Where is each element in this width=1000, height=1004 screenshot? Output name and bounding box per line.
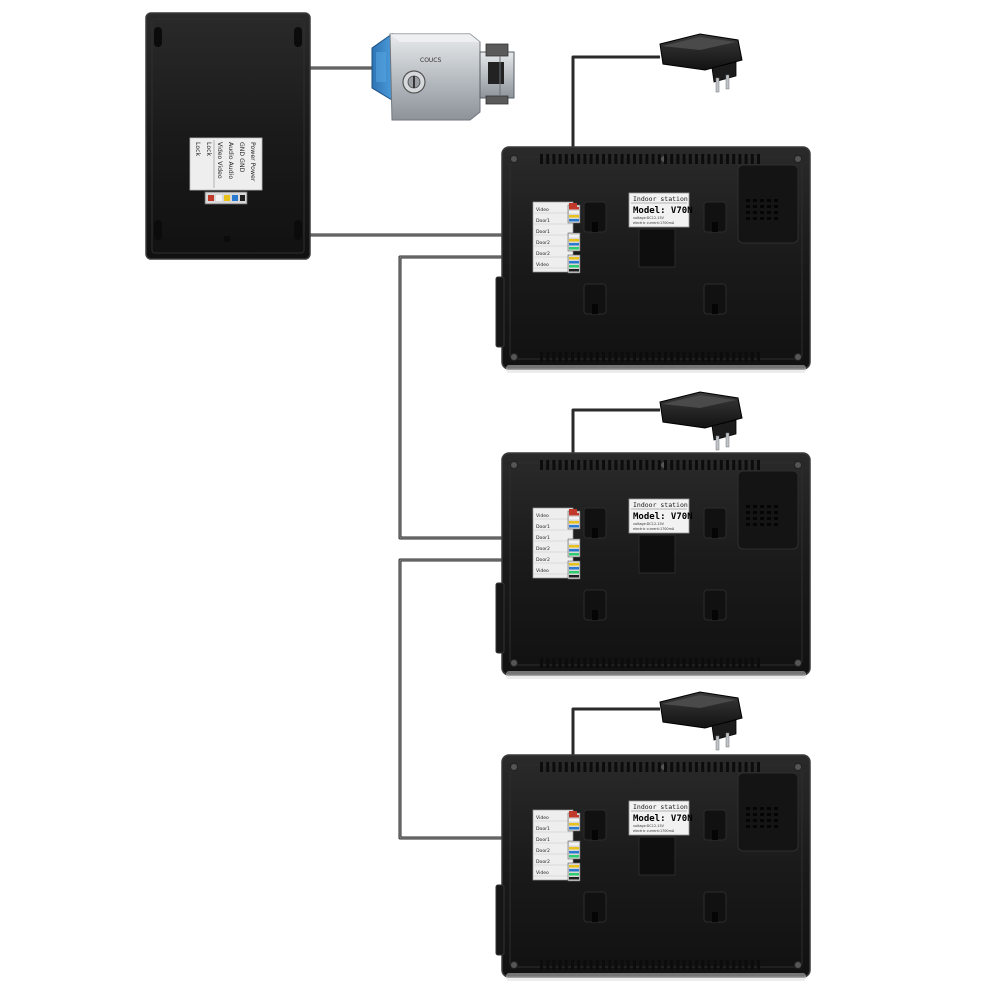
label-model: Model: V70N (633, 206, 693, 216)
port-label-text: Video (536, 815, 549, 821)
port-label-text: Door1 (536, 524, 550, 530)
mounting-slot (294, 220, 302, 240)
screw-icon (510, 763, 518, 771)
label-model: Model: V70N (633, 814, 693, 824)
terminal-label-text: Video Video (216, 142, 223, 179)
port-connectors (567, 811, 581, 882)
label-title: Indoor station (633, 803, 688, 811)
port-label-text: Door2 (536, 546, 550, 552)
power-adapter-icon (659, 33, 743, 93)
port-label-text: Door1 (536, 826, 550, 832)
electric-lock: COUCS (371, 33, 515, 121)
label-model: Model: V70N (633, 512, 693, 522)
port-label-text: Video (536, 207, 549, 213)
terminal-label-text: GND GND (238, 142, 245, 173)
screw-icon (794, 659, 802, 667)
mounting-slot (154, 27, 162, 47)
mounting-slot (154, 220, 162, 240)
label-spec: voltage:DC12-15V (633, 824, 665, 828)
label-title: Indoor station (633, 501, 688, 509)
terminal-label-text: Lock (205, 142, 212, 157)
lock-brand: COUCS (420, 57, 441, 64)
outdoor-unit: Lock Lock Video Video Audio Audio GND GND Pow… (145, 12, 311, 260)
port-connectors (567, 203, 581, 274)
vent-slots (540, 762, 760, 970)
screw-icon (510, 961, 518, 969)
screw-icon (794, 461, 802, 469)
power-adapters (659, 33, 743, 751)
port-label-text: Door2 (536, 251, 550, 257)
label-spec: electric current:1700mA (633, 527, 675, 531)
terminal-label-text: Lock (194, 142, 201, 157)
terminal-label-texts: Lock Lock Video Video Audio Audio GND GND Pow… (194, 142, 256, 182)
label-spec: voltage:DC12-15V (633, 216, 665, 220)
port-label-text: Door1 (536, 535, 550, 541)
port-label-text: Door2 (536, 557, 550, 563)
terminal-label-text: Audio Audio (227, 142, 234, 179)
port-label-text: Video (536, 870, 549, 876)
label-spec: electric current:1700mA (633, 221, 675, 225)
speaker-grille-icon (737, 164, 799, 244)
screw-icon (510, 155, 518, 163)
power-adapter-icon (659, 691, 743, 751)
label-spec: voltage:DC12-15V (633, 522, 665, 526)
electric-lock-icon: COUCS (371, 33, 515, 121)
screw-icon (794, 961, 802, 969)
vent-slots (540, 154, 760, 362)
label-title: Indoor station (633, 195, 688, 203)
screw-icon (794, 155, 802, 163)
port-label-text: Video (536, 513, 549, 519)
power-adapter-icon (659, 391, 743, 451)
terminal-label-text: Power Power (249, 142, 256, 182)
port-label-text: Door1 (536, 229, 550, 235)
screw-icon (510, 353, 518, 361)
port-label-text: Video (536, 262, 549, 268)
port-label-text: Door1 (536, 218, 550, 224)
screw-icon (510, 659, 518, 667)
port-label-text: Door1 (536, 837, 550, 843)
port-label-text: Door2 (536, 848, 550, 854)
mounting-slot (294, 27, 302, 47)
speaker-grille-icon (737, 470, 799, 550)
speaker-grille-icon (737, 772, 799, 852)
screw-icon (510, 461, 518, 469)
port-connectors (567, 509, 581, 580)
port-label-text: Door2 (536, 859, 550, 865)
port-label-text: Door2 (536, 240, 550, 246)
vent-slots (540, 460, 760, 668)
screw-icon (794, 763, 802, 771)
port-label-text: Video (536, 568, 549, 574)
label-spec: electric current:1700mA (633, 829, 675, 833)
screw-icon (794, 353, 802, 361)
terminal-label (189, 137, 263, 191)
